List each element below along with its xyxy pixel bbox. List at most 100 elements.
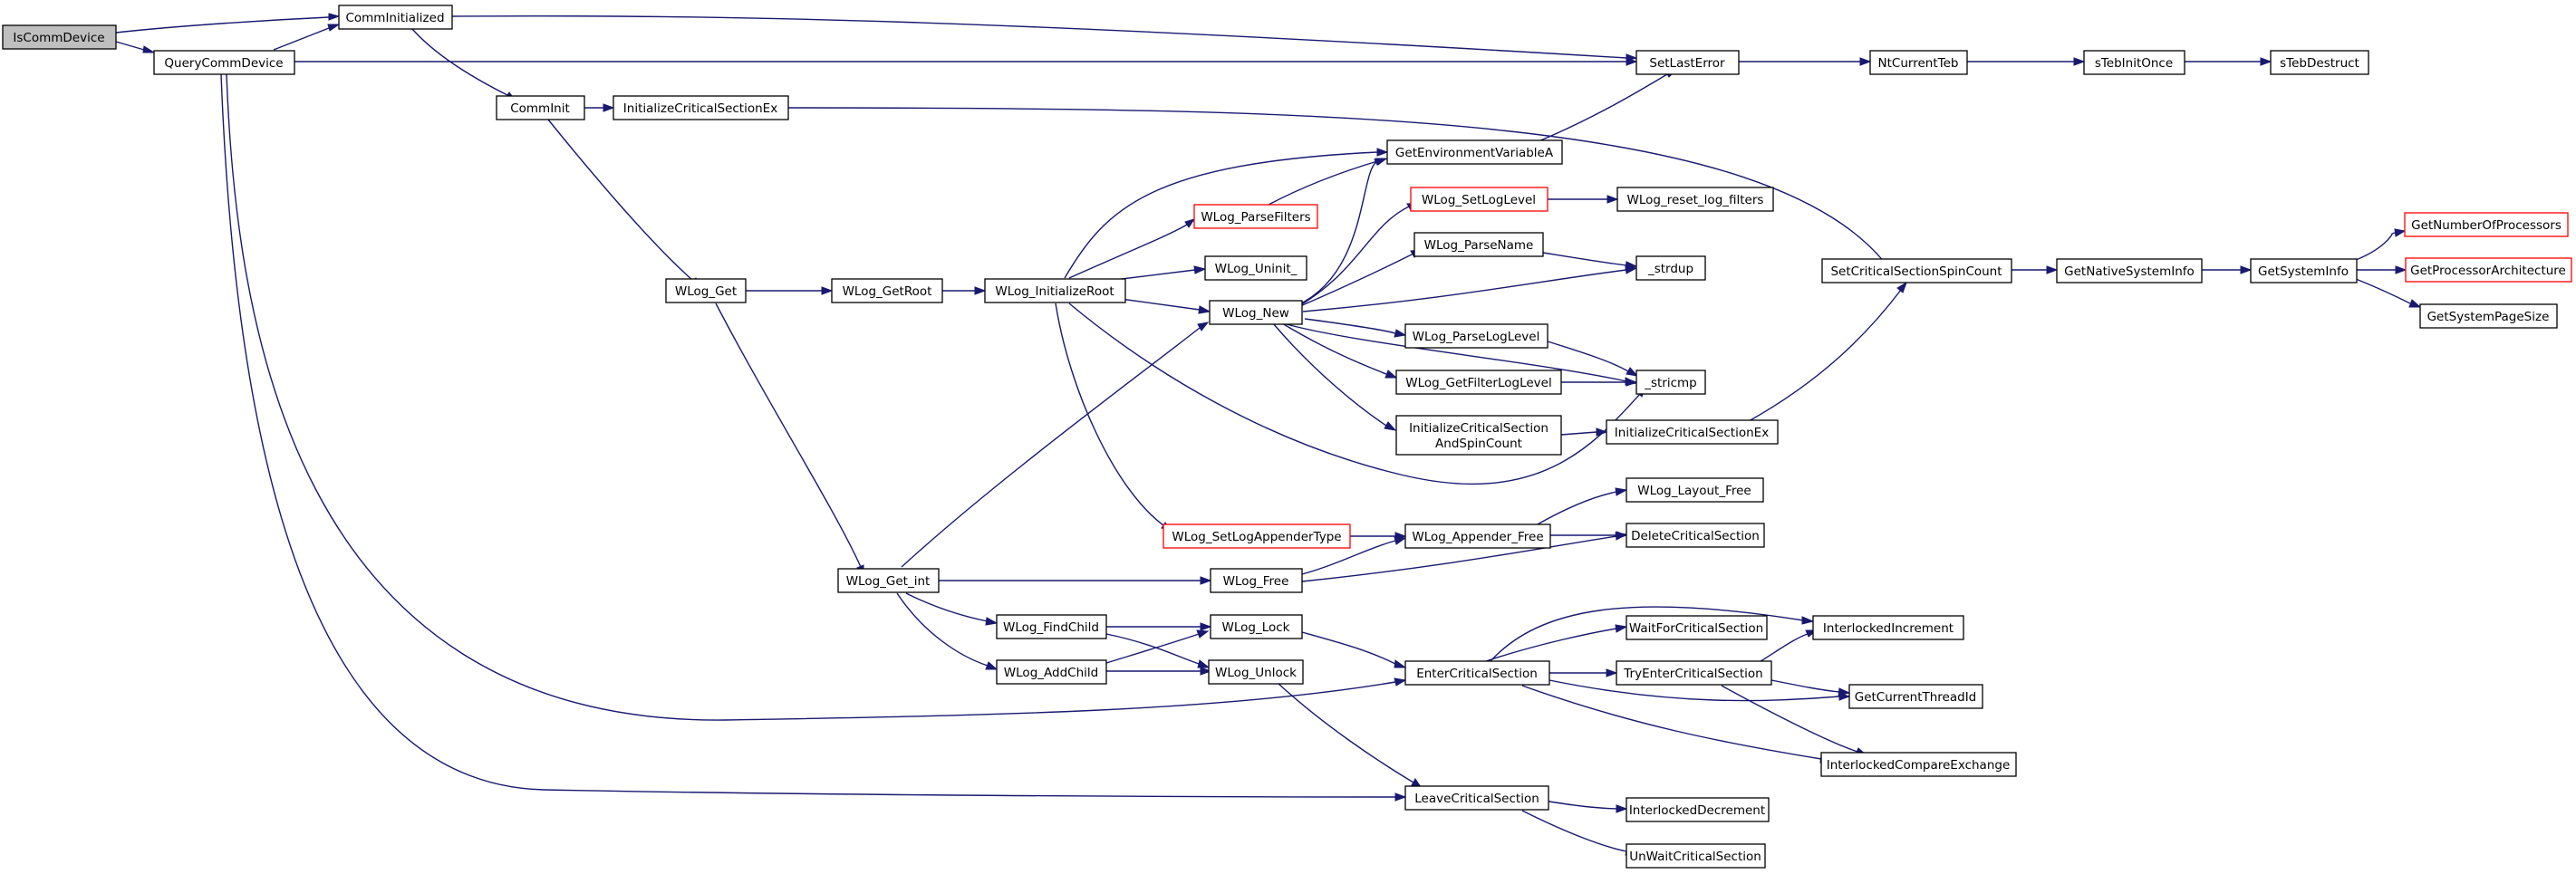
svg-text:WLog_GetRoot: WLog_GetRoot	[843, 284, 932, 299]
edge-addchild-wlogunlock	[1106, 667, 1212, 676]
edge-getsysteminfo-getpagesize	[2355, 278, 2422, 308]
node-getcurrentthreadid[interactable]: GetCurrentThreadId	[1848, 684, 1983, 709]
node-getprocessorarchitecture[interactable]: GetProcessorArchitecture	[2405, 257, 2572, 283]
edge-parsefilters-getenv	[1268, 158, 1388, 206]
node-setlasterror[interactable]: SetLastError	[1635, 50, 1740, 75]
node-comminit[interactable]: CommInit	[496, 95, 585, 120]
edge-entercs-interlockedcmpxchg	[1521, 685, 1833, 764]
node-wlog-parsename[interactable]: WLog_ParseName	[1413, 232, 1544, 257]
svg-text:WLog_Uninit_: WLog_Uninit_	[1215, 262, 1298, 276]
edge-wlognew-parseloglevel	[1304, 318, 1407, 338]
node-leavecriticalsection[interactable]: LeaveCriticalSection	[1404, 785, 1549, 811]
svg-text:WLog_Unlock: WLog_Unlock	[1215, 666, 1297, 680]
node-wlog-addchild[interactable]: WLog_AddChild	[996, 659, 1107, 685]
node-wlog-get-int[interactable]: WLog_Get_int	[837, 568, 940, 593]
node-wlog-appender-free[interactable]: WLog_Appender_Free	[1404, 523, 1551, 549]
node-wlog-parseloglevel[interactable]: WLog_ParseLogLevel	[1404, 323, 1548, 349]
svg-text:WLog_New: WLog_New	[1222, 306, 1289, 321]
nodes: IsCommDevice CommInitialized QueryCommDe…	[2, 5, 2572, 869]
node-initializecriticalsectionandspincount[interactable]: InitializeCriticalSection AndSpinCount	[1395, 415, 1562, 456]
edge-stebinitonce-stebdestruct	[2185, 57, 2272, 66]
node-setcriticalsectionspincount[interactable]: SetCriticalSectionSpinCount	[1821, 258, 2012, 283]
node-wlog-findchild[interactable]: WLog_FindChild	[996, 614, 1107, 639]
edge-entercs-tryentercs	[1549, 668, 1618, 677]
edge-querycommdevice-entercs	[226, 73, 1407, 721]
node-strdup[interactable]: _strdup	[1635, 255, 1706, 281]
node-getnativesysteminfo[interactable]: GetNativeSystemInfo	[2056, 258, 2203, 283]
edge-wlogget-wloggetroot	[746, 286, 834, 295]
node-wlog-unlock[interactable]: WLog_Unlock	[1208, 659, 1304, 685]
edge-querycommdevice-setlasterror	[294, 57, 1638, 66]
svg-text:WLog_Get_int: WLog_Get_int	[846, 574, 931, 589]
edge-initcsex2-setcsspincount	[1748, 281, 1907, 422]
edge-iscommdevice-comminitialized	[115, 13, 341, 34]
svg-text:GetEnvironmentVariableA: GetEnvironmentVariableA	[1395, 146, 1554, 160]
node-comminitialized[interactable]: CommInitialized	[338, 5, 453, 30]
edge-wloggetroot-wloginitroot	[942, 286, 987, 295]
node-waitforcriticalsection[interactable]: WaitForCriticalSection	[1626, 615, 1768, 640]
node-entercriticalsection[interactable]: EnterCriticalSection	[1404, 660, 1550, 686]
node-wlog-getfilterloglevel[interactable]: WLog_GetFilterLogLevel	[1395, 370, 1562, 395]
edge-wloggetint-findchild	[905, 592, 999, 626]
svg-text:sTebInitOnce: sTebInitOnce	[2095, 56, 2173, 71]
node-interlockeddecrement[interactable]: InterlockedDecrement	[1626, 797, 1770, 822]
node-unwaitcriticalsection[interactable]: UnWaitCriticalSection	[1626, 843, 1766, 869]
node-wlog-setlogappendertype[interactable]: WLog_SetLogAppenderType	[1163, 523, 1351, 549]
node-wlog-layout-free[interactable]: WLog_Layout_Free	[1626, 477, 1764, 503]
node-getsysteminfo[interactable]: GetSystemInfo	[2250, 258, 2358, 283]
node-initializecriticalsectionex-1[interactable]: InitializeCriticalSectionEx	[613, 95, 789, 120]
edges	[115, 13, 2422, 856]
node-stebdestruct[interactable]: sTebDestruct	[2270, 50, 2369, 75]
svg-text:GetSystemPageSize: GetSystemPageSize	[2427, 310, 2550, 324]
node-initializecriticalsectionex-2[interactable]: InitializeCriticalSectionEx	[1606, 419, 1779, 445]
edge-wlognew-getenv	[1297, 158, 1387, 306]
node-wlog-setloglevel[interactable]: WLog_SetLogLevel	[1410, 187, 1548, 212]
svg-text:UnWaitCriticalSection: UnWaitCriticalSection	[1629, 850, 1761, 864]
node-wlog-getroot[interactable]: WLog_GetRoot	[831, 278, 943, 303]
node-wlog-initializeroot[interactable]: WLog_InitializeRoot	[984, 278, 1126, 303]
svg-text:LeaveCriticalSection: LeaveCriticalSection	[1414, 792, 1539, 806]
svg-text:WLog_FindChild: WLog_FindChild	[1003, 620, 1099, 635]
edge-wloggetint-wlogfree	[939, 576, 1212, 585]
edge-iscommdevice-querycommdevice	[115, 41, 156, 53]
edge-getsysteminfo-getprocarch	[2357, 265, 2407, 274]
svg-text:WLog_reset_log_filters: WLog_reset_log_filters	[1627, 193, 1764, 207]
svg-text:CommInitialized: CommInitialized	[345, 11, 444, 25]
edge-wlognew-strdup	[1302, 265, 1638, 312]
edge-comminit-wlogget	[547, 119, 702, 288]
edge-getsysteminfo-getnumproc	[2355, 228, 2407, 261]
edge-wlognew-initcsandspin	[1272, 322, 1397, 431]
svg-text:WLog_SetLogAppenderType: WLog_SetLogAppenderType	[1172, 530, 1341, 544]
node-wlog-parsefilters[interactable]: WLog_ParseFilters	[1193, 204, 1318, 229]
edge-leavecs-interlockeddecrement	[1543, 800, 1628, 813]
node-wlog-lock[interactable]: WLog_Lock	[1210, 614, 1303, 639]
edge-setlogappendertype-appenderfree	[1350, 532, 1407, 541]
node-wlog-new[interactable]: WLog_New	[1209, 300, 1303, 325]
node-ntcurrentteb[interactable]: NtCurrentTeb	[1869, 50, 1968, 75]
node-getsystempagesize[interactable]: GetSystemPageSize	[2419, 303, 2558, 329]
svg-text:WLog_AddChild: WLog_AddChild	[1004, 666, 1098, 680]
svg-text:InterlockedDecrement: InterlockedDecrement	[1629, 803, 1765, 818]
edge-querycommdevice-comminitialized	[273, 24, 341, 51]
edge-addchild-wloglock	[1105, 629, 1210, 664]
svg-text:WLog_Get: WLog_Get	[675, 284, 737, 299]
node-wlog-reset-log-filters[interactable]: WLog_reset_log_filters	[1616, 187, 1774, 212]
node-deletecriticalsection[interactable]: DeleteCriticalSection	[1626, 523, 1765, 548]
node-getenvironmentvariablea[interactable]: GetEnvironmentVariableA	[1386, 139, 1563, 165]
node-wlog-free[interactable]: WLog_Free	[1210, 568, 1303, 593]
node-stebinitonce[interactable]: sTebInitOnce	[2083, 50, 2185, 75]
edge-ntcurrentteb-stebinitonce	[1967, 57, 2086, 66]
node-getnumberofprocessors[interactable]: GetNumberOfProcessors	[2404, 212, 2569, 237]
svg-text:GetSystemInfo: GetSystemInfo	[2258, 264, 2349, 279]
edge-comminit-initcsex	[584, 103, 615, 112]
node-wlog-uninit[interactable]: WLog_Uninit_	[1204, 255, 1307, 281]
node-querycommdevice[interactable]: QueryCommDevice	[153, 50, 295, 75]
node-iscommdevice[interactable]: IsCommDevice	[2, 24, 117, 50]
svg-text:WLog_Layout_Free: WLog_Layout_Free	[1637, 484, 1751, 498]
node-stricmp[interactable]: _stricmp	[1635, 370, 1706, 395]
node-interlockedcompareexchange[interactable]: InterlockedCompareExchange	[1820, 752, 2017, 777]
node-tryentercriticalsection[interactable]: TryEnterCriticalSection	[1616, 660, 1772, 686]
node-interlockedincrement[interactable]: InterlockedIncrement	[1812, 615, 1964, 640]
node-wlog-get[interactable]: WLog_Get	[665, 278, 747, 303]
